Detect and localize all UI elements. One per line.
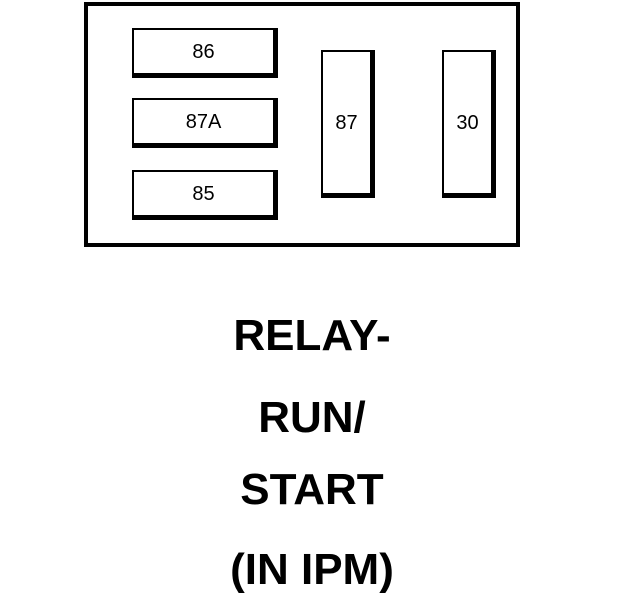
relay-name-line-2: RUN/ xyxy=(258,393,366,442)
relay-body: 86 87A 85 87 30 xyxy=(84,2,520,247)
relay-location: (IN IPM) xyxy=(230,545,394,594)
terminal-87-label: 87 xyxy=(335,111,358,134)
terminal-30: 30 xyxy=(442,50,496,198)
terminal-85: 85 xyxy=(132,170,278,220)
terminal-85-label: 85 xyxy=(192,182,215,205)
relay-name-line-3: START xyxy=(240,465,384,514)
terminal-87a: 87A xyxy=(132,98,278,148)
terminal-87a-label: 87A xyxy=(185,110,222,133)
relay-name-line-1: RELAY- xyxy=(233,311,391,360)
terminal-87: 87 xyxy=(321,50,375,198)
terminal-86-label: 86 xyxy=(192,40,215,63)
terminal-86: 86 xyxy=(132,28,278,78)
terminal-30-label: 30 xyxy=(456,111,479,134)
